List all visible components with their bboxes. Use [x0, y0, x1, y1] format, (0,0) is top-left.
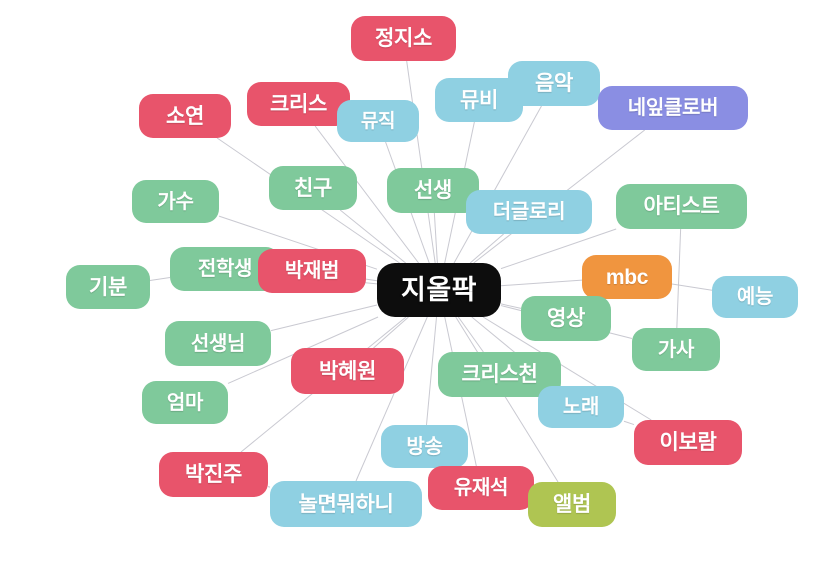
edge-mbc-to-yeneung [671, 283, 713, 291]
node-label: 노래 [562, 396, 600, 418]
node-label: 박혜원 [318, 359, 377, 383]
keyword-node-clover[interactable]: 네잎클로버 [598, 86, 748, 130]
node-label: 선생님 [190, 332, 246, 355]
node-label: 영상 [546, 307, 586, 330]
node-label: mbc [605, 265, 649, 289]
keyword-node-artist[interactable]: 아티스트 [616, 184, 747, 229]
node-label: 친구 [293, 176, 333, 200]
node-label: 아티스트 [643, 195, 720, 218]
node-label: 뮤비 [459, 88, 499, 112]
keyword-node-yeongsang[interactable]: 영상 [521, 296, 611, 341]
keyword-node-eomma[interactable]: 엄마 [142, 381, 228, 424]
keyword-node-chris[interactable]: 크리스 [247, 82, 350, 126]
keyword-node-soyeon[interactable]: 소연 [139, 94, 231, 138]
edge-center-to-christian [457, 316, 484, 353]
keyword-node-music[interactable]: 뮤직 [337, 100, 419, 142]
keyword-node-gasu[interactable]: 가수 [132, 180, 219, 223]
node-label: 크리스천 [461, 363, 538, 386]
node-label: 앨범 [552, 493, 592, 516]
keyword-node-yeneung[interactable]: 예능 [712, 276, 798, 318]
node-label: 유재석 [453, 477, 509, 499]
keyword-node-leeboram[interactable]: 이보람 [634, 420, 742, 465]
keyword-node-eumak[interactable]: 음악 [508, 61, 600, 106]
keyword-node-bangsong[interactable]: 방송 [381, 425, 468, 468]
keyword-node-jeongjiso[interactable]: 정지소 [351, 16, 456, 61]
edge-center-to-bangsong [425, 316, 437, 426]
keyword-node-parkjinju[interactable]: 박진주 [159, 452, 268, 497]
center-node-center[interactable]: 지올팍 [377, 263, 501, 317]
node-label: 방송 [406, 435, 443, 458]
edge-jeonhaksaeng-to-gibun [149, 276, 171, 282]
keyword-node-yoojaeseok[interactable]: 유재석 [428, 466, 534, 510]
node-label: 선생 [413, 179, 453, 202]
node-label: 소연 [165, 104, 205, 128]
keyword-node-christian[interactable]: 크리스천 [438, 352, 561, 397]
node-label: 엄마 [166, 391, 204, 414]
edge-center-to-theglory [469, 233, 504, 264]
edge-center-to-parkhyewon [373, 316, 409, 349]
node-label: 놀면뭐하니 [298, 492, 394, 516]
keyword-node-parkhyewon[interactable]: 박혜원 [291, 348, 404, 394]
node-label: 전학생 [197, 258, 253, 280]
edge-center-to-parkjaebeom [365, 278, 378, 282]
keyword-node-nolmyeon[interactable]: 놀면뭐하니 [270, 481, 422, 527]
keyword-node-theglory[interactable]: 더글로리 [466, 190, 592, 234]
node-label: 가수 [157, 190, 194, 213]
node-label: 박진주 [184, 463, 243, 486]
node-label: 크리스 [269, 92, 328, 116]
edge-center-to-jeongjiso [406, 60, 436, 264]
node-label: 정지소 [374, 27, 433, 50]
keyword-node-parkjaebeom[interactable]: 박재범 [258, 249, 366, 293]
node-label: 예능 [736, 286, 774, 308]
edge-artist-to-gasa [676, 228, 682, 329]
node-label: 더글로리 [492, 201, 566, 223]
keyword-node-chingu[interactable]: 친구 [269, 166, 357, 210]
keyword-node-album[interactable]: 앨범 [528, 482, 616, 527]
edge-center-to-seonsaeng [433, 212, 438, 264]
node-label: 박재범 [284, 260, 340, 282]
node-label: 가사 [657, 338, 695, 361]
edge-center-to-mbc [500, 279, 583, 287]
keyword-node-seonsaeng[interactable]: 선생 [387, 168, 479, 213]
keyword-node-gibun[interactable]: 기분 [66, 265, 150, 309]
keyword-node-mbc[interactable]: mbc [582, 255, 672, 299]
keyword-node-gasa[interactable]: 가사 [632, 328, 720, 371]
edge-norae-to-leeboram [623, 420, 635, 426]
keyword-node-norae[interactable]: 노래 [538, 386, 624, 428]
node-label: 이보람 [659, 431, 717, 454]
node-label: 지올팍 [400, 274, 478, 305]
edge-center-to-yeongsang [500, 303, 522, 309]
keyword-node-seonsaengnim[interactable]: 선생님 [165, 321, 271, 366]
node-label: 네잎클로버 [627, 97, 719, 119]
edge-center-to-seonsaengnim [270, 304, 378, 332]
node-label: 음악 [534, 72, 574, 95]
node-label: 기분 [88, 275, 128, 299]
node-label: 뮤직 [360, 110, 396, 132]
